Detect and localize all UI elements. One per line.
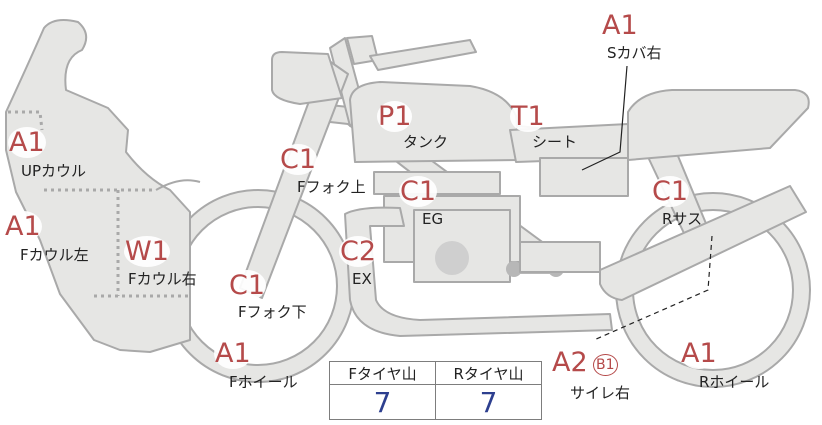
label-r-suspension: Rサス [662,210,703,228]
label-muffler: サイレ右 [570,384,631,402]
grade-f-cowl-right: W1 [124,236,170,267]
label-tank: タンク [403,133,449,151]
s-cover-leader-line [581,65,628,171]
grade-tank: P1 [377,101,413,132]
label-f-cowl-left: Fカウル左 [20,246,89,264]
grade-muffler-extra: B1 [593,354,618,376]
grade-f-fork-lower: C1 [228,270,267,301]
rear-tire-header: Rタイヤ山 [435,361,542,385]
tire-tread-table: Fタイヤ山 Rタイヤ山 7 7 [329,361,542,420]
grade-f-cowl-left: A1 [4,211,42,242]
label-f-fork-upper: Fフォク上 [297,178,366,196]
label-engine: EG [422,210,444,228]
grade-s-cover-right: A1 [601,10,639,41]
label-f-wheel: Fホイール [229,373,298,391]
label-r-wheel: Rホイール [699,373,770,391]
up-cowl-shape[interactable] [5,19,191,353]
label-exhaust: EX [352,270,372,288]
grade-exhaust: C2 [339,236,378,267]
grade-r-wheel: A1 [680,338,718,369]
exhaust-shape[interactable] [344,206,613,337]
front-tire-value: 7 [329,384,436,420]
label-f-cowl-right: Fカウル右 [128,270,197,288]
rear-tire-value: 7 [435,384,542,420]
grade-r-suspension: C1 [651,176,690,207]
side-cover-shape[interactable] [627,89,810,161]
label-s-cover-right: Sカバ右 [607,44,662,62]
grade-f-fork-upper: C1 [279,144,318,175]
muffler-shape[interactable] [599,185,807,301]
label-seat: シート [532,133,578,151]
front-tire-header: Fタイヤ山 [329,361,436,385]
grade-f-wheel: A1 [214,338,252,369]
grade-seat: T1 [510,101,546,132]
grade-engine: C1 [399,176,438,207]
grade-muffler: A2 [551,347,589,378]
muffler-leader-line [593,235,713,341]
label-up-cowl: UPカウル [21,162,87,180]
grade-up-cowl: A1 [8,127,46,158]
label-f-fork-lower: Fフォク下 [238,303,307,321]
